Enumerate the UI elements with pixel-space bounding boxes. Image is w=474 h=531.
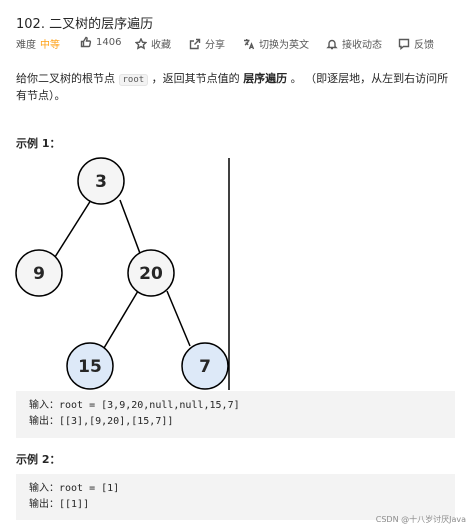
tree-node: 15 bbox=[66, 342, 114, 390]
tree-edge bbox=[119, 199, 142, 257]
watermark: CSDN @十八岁讨厌Java bbox=[375, 515, 466, 524]
example-1-tree-diagram: 3 9 20 15 7 bbox=[15, 157, 230, 390]
tree-node-label: 15 bbox=[78, 357, 102, 377]
favorite-label: 收藏 bbox=[151, 40, 171, 51]
notify-label: 接收动态 bbox=[342, 40, 382, 51]
description-text-3: 。 （即逐层地，从左到右访问所有节点）。 bbox=[16, 72, 449, 102]
likes-count: 1406 bbox=[96, 36, 122, 48]
tree-node-label: 7 bbox=[199, 357, 211, 377]
description-text-1: 给你二叉树的根节点 bbox=[16, 72, 119, 85]
tree-node-label: 9 bbox=[33, 264, 45, 284]
bell-icon bbox=[326, 38, 338, 50]
tree-edge bbox=[166, 290, 191, 347]
example-1-output: 输出：[[3],[9,20],[15,7]] bbox=[29, 416, 174, 427]
problem-title: 102. 二叉树的层序遍历 bbox=[16, 17, 154, 32]
tree-node-label: 3 bbox=[95, 172, 107, 192]
example-1-input: 输入：root = [3,9,20,null,null,15,7] bbox=[29, 400, 240, 411]
example-2-input: 输入：root = [1] bbox=[29, 483, 120, 494]
share-button[interactable]: 分享 bbox=[189, 36, 225, 51]
feedback-icon bbox=[398, 38, 410, 50]
tree-node: 3 bbox=[77, 157, 125, 205]
feedback-button[interactable]: 反馈 bbox=[398, 36, 434, 51]
switch-language-button[interactable]: 切换为英文 bbox=[243, 36, 309, 51]
example-1-code: 输入：root = [3,9,20,null,null,15,7] 输出：[[3… bbox=[16, 391, 455, 438]
difficulty-value: 中等 bbox=[40, 40, 60, 51]
example-2-code: 输入：root = [1] 输出：[[1]] bbox=[16, 474, 455, 520]
example-1-title: 示例 1： bbox=[16, 137, 61, 150]
inline-code-root: root bbox=[118, 74, 149, 86]
example-2-output: 输出：[[1]] bbox=[29, 499, 90, 510]
share-label: 分享 bbox=[205, 40, 225, 51]
difficulty-label: 难度 bbox=[16, 40, 36, 51]
tree-node-label: 20 bbox=[139, 264, 163, 284]
notify-button[interactable]: 接收动态 bbox=[326, 36, 382, 51]
switch-language-label: 切换为英文 bbox=[259, 40, 309, 51]
problem-description: 给你二叉树的根节点 root ，返回其节点值的 层序遍历 。 （即逐层地，从左到… bbox=[16, 71, 456, 103]
example-2-title: 示例 2： bbox=[16, 453, 61, 466]
tree-node: 9 bbox=[15, 249, 63, 297]
tree-node: 20 bbox=[127, 249, 175, 297]
feedback-label: 反馈 bbox=[414, 40, 434, 51]
star-icon bbox=[134, 36, 148, 50]
problem-toolbar: 难度 中等 1406 收藏 分享 切换为英文 接收动态 反馈 bbox=[16, 36, 466, 52]
share-icon bbox=[189, 38, 201, 50]
like-button[interactable]: 1406 bbox=[80, 36, 121, 48]
description-bold: 层序遍历 bbox=[243, 72, 288, 85]
tree-node: 7 bbox=[181, 342, 229, 390]
description-text-2: ，返回其节点值的 bbox=[148, 72, 244, 85]
tree-edge bbox=[103, 290, 139, 349]
favorite-button[interactable]: 收藏 bbox=[134, 36, 171, 51]
translate-icon bbox=[243, 38, 255, 50]
tree-edge bbox=[54, 199, 92, 258]
thumbs-up-icon bbox=[80, 36, 92, 48]
difficulty: 难度 中等 bbox=[16, 36, 60, 51]
